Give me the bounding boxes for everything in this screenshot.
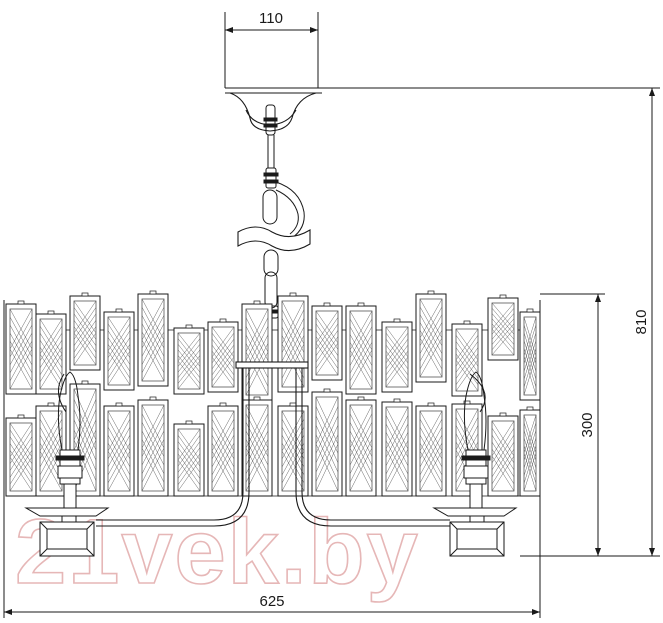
dimension-total-height <box>322 87 660 557</box>
dimension-label-810: 810 <box>633 309 650 334</box>
crystal-panel <box>103 308 135 391</box>
crystal-panel <box>5 414 37 497</box>
crystal-panel <box>5 300 37 395</box>
chain-break-symbol <box>237 226 311 252</box>
crystal-shade <box>5 290 541 497</box>
crystal-panel <box>415 290 447 383</box>
crystal-panel <box>207 402 239 497</box>
left-lamp-holder <box>24 371 110 557</box>
crystal-panel <box>311 388 343 497</box>
crystal-panel <box>345 396 377 497</box>
dimension-label-110: 110 <box>259 10 283 27</box>
crystal-panel <box>35 310 67 395</box>
crystal-panel <box>519 308 541 401</box>
crystal-panel <box>207 318 239 393</box>
crystal-panel <box>277 402 309 497</box>
right-lamp-holder <box>432 371 518 557</box>
crystal-panel <box>487 412 519 497</box>
crystal-panel <box>103 402 135 497</box>
dimension-label-300: 300 <box>579 412 596 437</box>
suspension-chain <box>261 104 305 319</box>
crystal-panel <box>487 294 519 361</box>
crystal-panel <box>415 402 447 497</box>
crystal-panel <box>241 300 273 401</box>
crystal-panel <box>277 292 309 393</box>
dimension-shade-height <box>540 293 605 556</box>
crystal-panel <box>381 398 413 497</box>
crystal-panel <box>311 302 343 381</box>
crystal-panel <box>173 324 205 395</box>
dimension-label-625: 625 <box>259 593 284 610</box>
lamp-frame <box>96 361 450 527</box>
crystal-panel <box>69 292 101 371</box>
crystal-panel <box>137 396 169 497</box>
crystal-panel <box>381 318 413 393</box>
crystal-panel <box>137 290 169 387</box>
crystal-panel <box>345 302 377 395</box>
crystal-panel <box>241 396 273 497</box>
crystal-panel <box>519 406 541 497</box>
dimension-canopy-width <box>224 12 319 88</box>
crystal-panel <box>173 420 205 497</box>
crystal-panel <box>451 320 483 397</box>
